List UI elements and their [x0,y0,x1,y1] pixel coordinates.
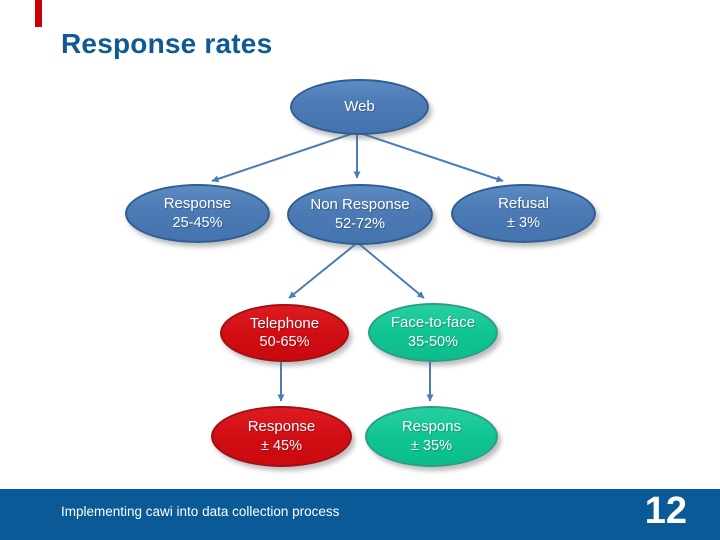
page-title: Response rates [61,28,273,59]
node-value: ± 35% [410,437,452,454]
node-value: ± 45% [260,437,302,454]
node-response-telephone: Response ± 45% [211,406,352,467]
page-number: 12 [644,490,687,532]
node-value: 25-45% [172,214,223,231]
node-label: Telephone [249,314,320,332]
node-respons-face-to-face: Respons ± 35% [365,406,498,467]
node-label: Refusal [498,195,549,213]
node-label: Response [247,418,316,436]
node-value: 35-50% [408,333,458,350]
node-label: Respons [401,418,462,436]
node-label: Web [344,98,375,116]
node-web: Web [290,79,429,135]
footer-text: Implementing cawi into data collection p… [61,504,340,519]
node-telephone: Telephone 50-65% [220,304,349,362]
node-face-to-face: Face-to-face 35-50% [368,303,498,362]
node-label: Face-to-face [390,314,476,332]
red-accent-bar [35,0,42,27]
arrow-web-refusal [356,131,504,183]
node-label: Non Response [310,196,410,214]
node-value: 52-72% [335,215,385,232]
arrow-nonresponse-facetoface [357,242,425,299]
node-response-web: Response 25-45% [125,184,270,243]
node-value: ± 3% [507,214,540,231]
node-label: Response [163,195,232,213]
arrow-nonresponse-telephone [288,242,358,299]
node-refusal: Refusal ± 3% [451,184,596,243]
arrow-web-response [211,131,358,183]
node-non-response: Non Response 52-72% [287,184,433,245]
footer-bar: Implementing cawi into data collection p… [0,489,720,540]
node-value: 50-65% [259,334,310,351]
